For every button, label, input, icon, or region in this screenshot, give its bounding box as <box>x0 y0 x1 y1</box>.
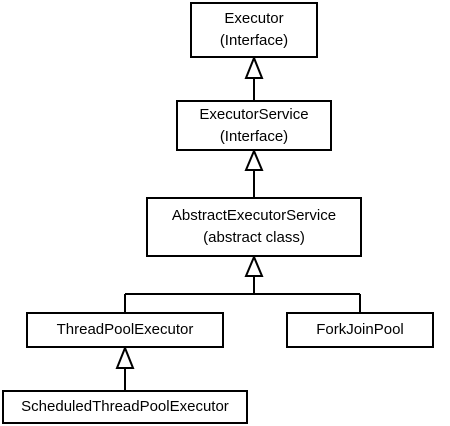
node-fork-join-pool: ForkJoinPool <box>286 312 434 348</box>
inheritance-arrowhead <box>244 148 264 171</box>
node-thread-pool-executor-name: ThreadPoolExecutor <box>56 321 194 338</box>
node-executor-service-kind: (Interface) <box>219 127 289 145</box>
node-fork-join-pool-name: ForkJoinPool <box>316 321 404 338</box>
node-executor-service: ExecutorService (Interface) <box>176 100 332 151</box>
inheritance-arrowhead <box>244 254 264 277</box>
inheritance-arrowhead <box>115 345 135 369</box>
node-executor-kind: (Interface) <box>219 32 289 49</box>
edge-subclasses-to-abstractexecutorservice <box>124 254 361 312</box>
node-executor-service-name: ExecutorService <box>199 105 309 123</box>
edge-abstractexecutorservice-to-executorservice <box>244 148 264 197</box>
edge-scheduledthreadpoolexecutor-to-threadpoolexecutor <box>115 345 135 390</box>
node-thread-pool-executor: ThreadPoolExecutor <box>26 312 224 348</box>
inheritance-arrowhead <box>244 55 264 79</box>
edge-executorservice-to-executor <box>244 55 264 100</box>
node-scheduled-thread-pool-executor-name: ScheduledThreadPoolExecutor <box>21 398 229 415</box>
node-executor-name: Executor <box>224 10 284 27</box>
node-scheduled-thread-pool-executor: ScheduledThreadPoolExecutor <box>2 390 248 424</box>
node-abstract-executor-service-kind: (abstract class) <box>203 229 305 246</box>
node-executor: Executor (Interface) <box>190 2 318 58</box>
node-abstract-executor-service: AbstractExecutorService (abstract class) <box>146 197 362 257</box>
node-abstract-executor-service-name: AbstractExecutorService <box>171 207 337 224</box>
